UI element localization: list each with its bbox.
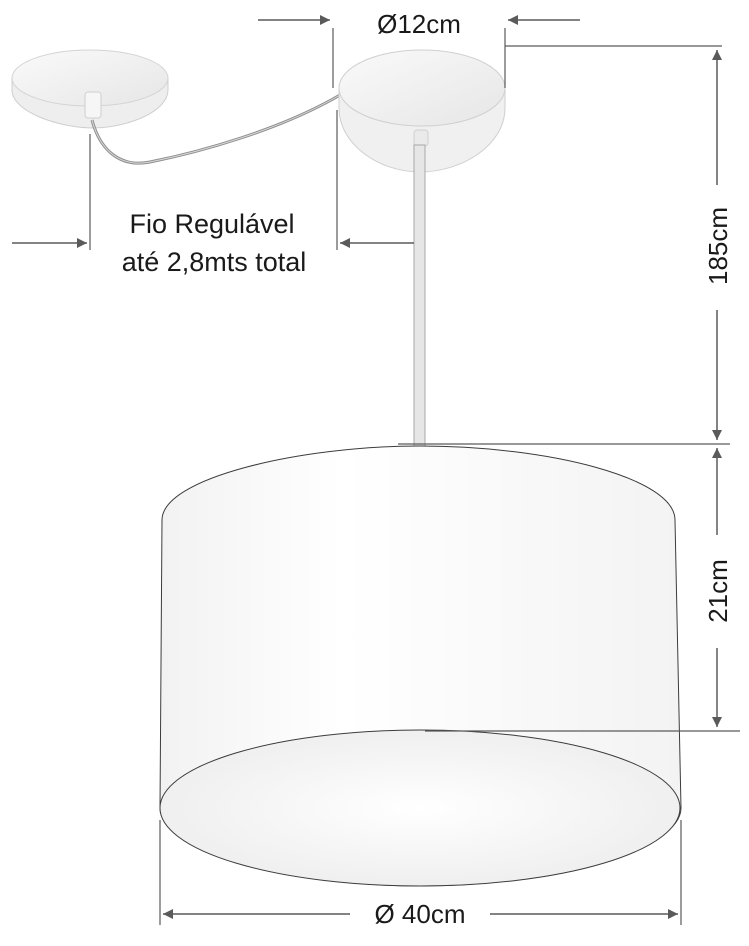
cable-span-dimension: Fio Regulável até 2,8mts total [12, 110, 414, 277]
secondary-canopy [11, 49, 169, 129]
cable-length-label-line1: Fio Regulável [129, 209, 294, 239]
shade-diameter-dimension: Ø 40cm [159, 820, 682, 929]
hanging-cord [413, 144, 426, 448]
shade-diameter-label: Ø 40cm [374, 899, 465, 929]
cable-height-dimension: 185cm [398, 50, 733, 445]
shade-height-label: 21cm [703, 559, 733, 623]
drum-shade [159, 445, 682, 887]
cable-height-label: 185cm [703, 207, 733, 285]
cable-length-label-line2: até 2,8mts total [122, 247, 307, 277]
canopy-diameter-label: Ø12cm [377, 9, 461, 39]
canopy-diameter-dimension: Ø12cm [258, 9, 722, 88]
shade-height-dimension: 21cm [425, 448, 740, 732]
